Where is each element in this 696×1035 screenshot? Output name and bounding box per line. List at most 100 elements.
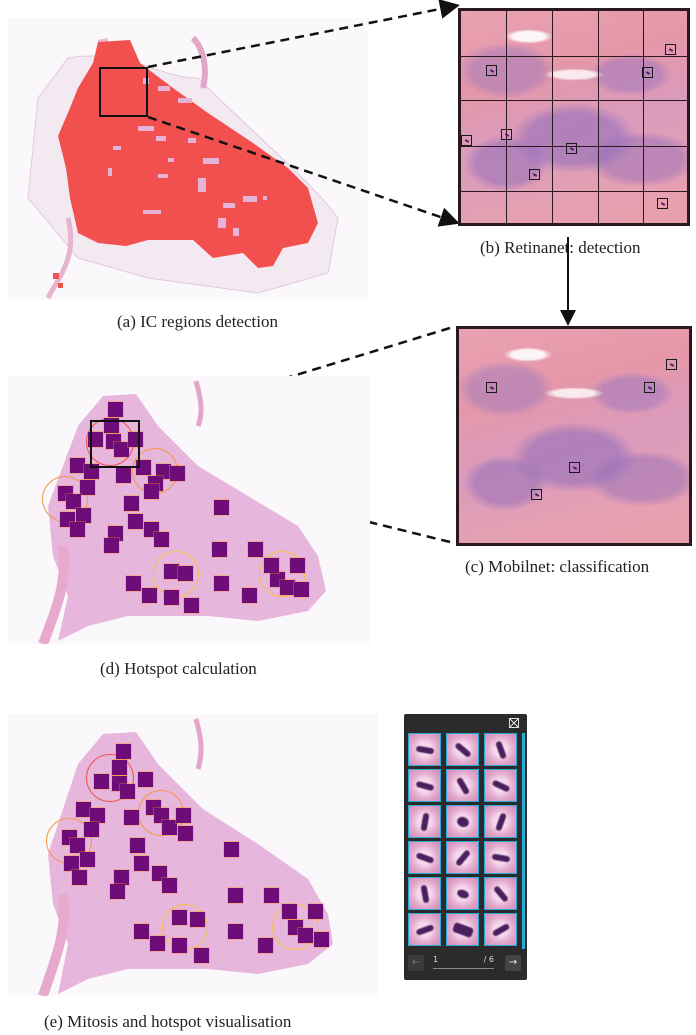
mitosis-marker	[124, 810, 139, 825]
mitosis-thumbnail[interactable]	[446, 805, 479, 838]
page-current[interactable]: 1	[433, 955, 439, 964]
mitosis-marker	[164, 564, 179, 579]
gallery-pagination: ← 1 / 6 →	[404, 953, 527, 975]
hotspot-circle-yellow	[259, 551, 305, 597]
gallery-scrollbar[interactable]	[522, 733, 525, 949]
mitosis-marker	[258, 938, 273, 953]
classified-mitosis-box	[486, 382, 497, 393]
mitosis-marker	[142, 588, 157, 603]
mitosis-marker	[308, 904, 323, 919]
mitosis-marker	[290, 558, 305, 573]
detection-box	[642, 67, 653, 78]
detection-box	[529, 169, 540, 180]
mitosis-thumbnail[interactable]	[446, 733, 479, 766]
fullscreen-icon[interactable]	[509, 718, 519, 728]
mitosis-marker	[114, 442, 129, 457]
mitosis-marker	[134, 924, 149, 939]
mitosis-thumbnail[interactable]	[408, 877, 441, 910]
mitosis-thumbnail[interactable]	[484, 769, 517, 802]
panel-d-slide	[8, 376, 370, 644]
mitosis-marker	[70, 522, 85, 537]
mitosis-thumbnail[interactable]	[484, 733, 517, 766]
mitosis-marker	[76, 508, 91, 523]
caption-b: (b) Retinanet: detection	[480, 238, 641, 257]
mitosis-marker	[164, 590, 179, 605]
mitosis-marker	[72, 870, 87, 885]
mitosis-thumbnail[interactable]	[408, 913, 441, 946]
mitosis-marker	[150, 936, 165, 951]
mitosis-marker	[184, 598, 199, 613]
mitosis-marker	[70, 838, 85, 853]
mitosis-marker	[108, 402, 123, 417]
mitosis-marker	[178, 826, 193, 841]
mitosis-marker	[110, 884, 125, 899]
mitosis-marker	[120, 784, 135, 799]
mitosis-marker	[156, 464, 171, 479]
mitosis-marker	[194, 948, 209, 963]
hotspot-circle-red	[86, 754, 134, 802]
mitosis-marker	[116, 744, 131, 759]
mitosis-marker	[128, 514, 143, 529]
mitosis-marker	[134, 856, 149, 871]
mitosis-marker	[162, 820, 177, 835]
mitosis-marker	[190, 912, 205, 927]
mitosis-marker	[172, 910, 187, 925]
detection-box	[486, 65, 497, 76]
mitosis-marker	[170, 466, 185, 481]
mitosis-thumbnail[interactable]	[446, 769, 479, 802]
mitosis-marker	[114, 870, 129, 885]
mitosis-thumbnail[interactable]	[408, 769, 441, 802]
mitosis-marker	[116, 468, 131, 483]
mitosis-marker	[80, 852, 95, 867]
mitosis-marker	[294, 582, 309, 597]
ic-region-overlay	[53, 40, 318, 288]
arrow-left-icon[interactable]: ←	[408, 955, 424, 971]
mitosis-gallery-viewer: ← 1 / 6 →	[404, 714, 527, 980]
mitosis-marker	[126, 576, 141, 591]
page-total: / 6	[483, 955, 494, 964]
mitosis-marker	[104, 538, 119, 553]
mitosis-marker	[172, 938, 187, 953]
mitosis-marker	[228, 888, 243, 903]
mitosis-marker	[280, 580, 295, 595]
caption-e: (e) Mitosis and hotspot visualisation	[44, 1012, 292, 1031]
detection-box	[657, 198, 668, 209]
panel-b-patch	[458, 8, 690, 226]
mitosis-marker	[214, 576, 229, 591]
page-input-underline	[433, 968, 494, 969]
caption-a: (a) IC regions detection	[117, 312, 278, 331]
mitosis-marker	[80, 480, 95, 495]
mitosis-thumbnail[interactable]	[446, 841, 479, 874]
panel-e-slide	[8, 714, 378, 996]
classified-mitosis-box	[666, 359, 677, 370]
mitosis-thumbnail[interactable]	[484, 877, 517, 910]
mitosis-thumbnail[interactable]	[408, 841, 441, 874]
mitosis-thumbnail[interactable]	[408, 733, 441, 766]
mitosis-marker	[214, 500, 229, 515]
arrow-right-icon[interactable]: →	[505, 955, 521, 971]
mitosis-marker	[264, 558, 279, 573]
classified-mitosis-box	[531, 489, 542, 500]
mitosis-marker	[212, 542, 227, 557]
panel-c-patch	[456, 326, 692, 546]
mitosis-marker	[154, 808, 169, 823]
mitosis-marker	[224, 842, 239, 857]
mitosis-thumbnail[interactable]	[446, 913, 479, 946]
mitosis-marker	[282, 904, 297, 919]
mitosis-marker	[248, 542, 263, 557]
mitosis-thumbnail[interactable]	[408, 805, 441, 838]
zoom-region-box-d	[90, 420, 140, 468]
mitosis-thumbnail[interactable]	[446, 877, 479, 910]
mitosis-marker	[94, 774, 109, 789]
caption-d: (d) Hotspot calculation	[100, 659, 257, 678]
mitosis-marker	[108, 526, 123, 541]
mitosis-marker	[228, 924, 243, 939]
mitosis-thumbnail[interactable]	[484, 913, 517, 946]
mitosis-marker	[152, 866, 167, 881]
mitosis-marker	[112, 760, 127, 775]
classified-mitosis-box	[569, 462, 580, 473]
mitosis-marker	[138, 772, 153, 787]
mitosis-thumbnail[interactable]	[484, 805, 517, 838]
detection-box	[501, 129, 512, 140]
mitosis-thumbnail[interactable]	[484, 841, 517, 874]
